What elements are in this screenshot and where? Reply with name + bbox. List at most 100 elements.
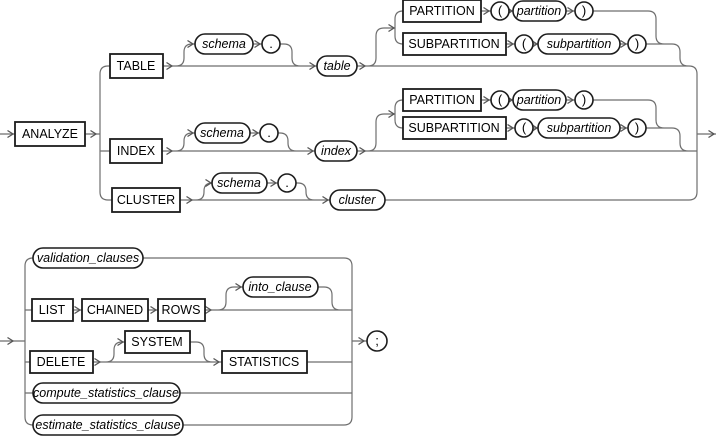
index-name-variable-oval — [314, 140, 358, 162]
table-partition-variable-label: partition — [516, 4, 562, 18]
table-dot-terminal — [261, 34, 281, 54]
table-partition-lparen-terminal — [490, 1, 510, 21]
arrowhead-icon — [708, 129, 716, 139]
index-partition-rparen-terminal — [574, 90, 594, 110]
index-subpartition-lparen-terminal — [514, 118, 534, 138]
table-subpartition-rparen-label: ) — [635, 36, 639, 51]
main-trunk-lines — [0, 65, 716, 201]
arrowhead-icon — [322, 195, 330, 205]
index-subpartition-variable-oval — [537, 117, 621, 139]
arrowhead-icon — [507, 39, 515, 49]
estimate-statistics-clause-oval — [32, 414, 184, 436]
cluster-branch-lines — [180, 182, 698, 201]
cluster-keyword-label: CLUSTER — [117, 193, 175, 207]
table-partition-lparen-label: ( — [498, 3, 503, 18]
compute-statistics-clause-oval — [32, 382, 181, 404]
arrowhead-icon — [187, 128, 195, 138]
system-keyword-box — [124, 330, 191, 354]
arrowhead-icon — [620, 39, 628, 49]
index-name-variable-label: index — [321, 144, 352, 158]
arrowhead-icon — [74, 305, 82, 315]
table-name-variable-oval — [316, 55, 358, 77]
arrowhead-icon — [359, 146, 367, 156]
index-partition-lparen-label: ( — [498, 92, 503, 107]
table-subpartition-variable-oval — [537, 33, 621, 55]
semicolon-terminal — [366, 330, 388, 352]
table-keyword-box — [109, 53, 164, 79]
index-subpartition-keyword-label: SUBPARTITION — [408, 121, 499, 135]
index-partition-rparen-label: ) — [582, 92, 586, 107]
arrowhead-icon — [507, 123, 515, 133]
list-keyword-box — [31, 298, 74, 322]
arrowhead-icon — [7, 129, 15, 139]
table-partition-rparen-label: ) — [582, 3, 586, 18]
table-partition-rparen-terminal — [574, 1, 594, 21]
arrowhead-icon — [205, 305, 213, 315]
validation-clauses-oval — [32, 247, 144, 269]
chained-keyword-label: CHAINED — [87, 303, 143, 317]
index-subpartition-lparen-label: ( — [522, 120, 527, 135]
index-subpartition-keyword-box — [402, 116, 507, 140]
index-dot-terminal — [259, 123, 279, 143]
cluster-name-variable-label: cluster — [339, 193, 377, 207]
rows-keyword-label: ROWS — [162, 303, 201, 317]
table-schema-variable-label: schema — [202, 37, 246, 51]
arrowhead-icon — [483, 95, 491, 105]
arrowhead-icon — [90, 129, 98, 139]
cluster-schema-variable-oval — [211, 172, 268, 194]
table-keyword-label: TABLE — [117, 59, 156, 73]
bottom-diagram: validation_clauses LIST CHAINED ROWS int… — [29, 247, 388, 436]
arrowhead-icon — [270, 178, 278, 188]
arrowhead-icon — [567, 95, 575, 105]
arrowhead-icon — [252, 128, 260, 138]
statistics-keyword-label: STATISTICS — [229, 355, 299, 369]
table-subpartition-lparen-terminal — [514, 34, 534, 54]
arrowhead-icon — [358, 336, 366, 346]
into-clause-oval — [242, 276, 319, 298]
cluster-keyword-box — [111, 187, 181, 213]
table-dot-label: . — [269, 36, 273, 51]
arrowhead-icon — [213, 357, 221, 367]
index-dot-label: . — [267, 125, 271, 140]
index-partition-variable-oval — [512, 89, 567, 111]
index-keyword-label: INDEX — [117, 144, 156, 158]
table-partition-keyword-label: PARTITION — [409, 4, 475, 18]
arrowhead-icon — [388, 109, 396, 119]
flow-arrowheads — [7, 6, 716, 367]
system-keyword-label: SYSTEM — [131, 335, 182, 349]
arrowhead-icon — [307, 146, 315, 156]
table-partition-keyword-box — [402, 0, 482, 23]
top-diagram: ANALYZE TABLE schema . table PARTITION (… — [14, 0, 647, 213]
cluster-name-variable-oval — [329, 189, 386, 211]
index-subpartition-rparen-label: ) — [635, 120, 639, 135]
table-subpartition-keyword-label: SUBPARTITION — [408, 37, 499, 51]
chained-keyword-box — [81, 298, 149, 322]
delete-keyword-label: DELETE — [37, 355, 86, 369]
arrowhead-icon — [309, 61, 317, 71]
semicolon-label: ; — [375, 333, 379, 348]
arrowhead-icon — [388, 23, 396, 33]
statistics-keyword-box — [221, 350, 308, 374]
table-partition-variable-oval — [512, 0, 567, 22]
arrowhead-icon — [187, 39, 195, 49]
index-subpartition-variable-label: subpartition — [547, 121, 612, 135]
arrowhead-icon — [359, 61, 367, 71]
table-subpartition-keyword-box — [402, 32, 507, 56]
arrowhead-icon — [94, 357, 102, 367]
arrowhead-icon — [205, 178, 213, 188]
arrowhead-icon — [483, 6, 491, 16]
analyze-keyword-label: ANALYZE — [22, 127, 78, 141]
validation-clauses-label: validation_clauses — [37, 251, 139, 265]
estimate-statistics-clause-label: estimate_statistics_clause — [35, 418, 180, 432]
table-branch-lines — [163, 10, 698, 75]
connector-lines — [0, 10, 716, 426]
cluster-schema-variable-label: schema — [217, 176, 261, 190]
index-schema-variable-label: schema — [200, 126, 244, 140]
list-keyword-label: LIST — [39, 303, 66, 317]
rows-keyword-box — [157, 298, 206, 322]
index-partition-keyword-box — [402, 88, 482, 112]
arrowhead-icon — [166, 61, 174, 71]
compute-statistics-clause-label: compute_statistics_clause — [33, 386, 179, 400]
